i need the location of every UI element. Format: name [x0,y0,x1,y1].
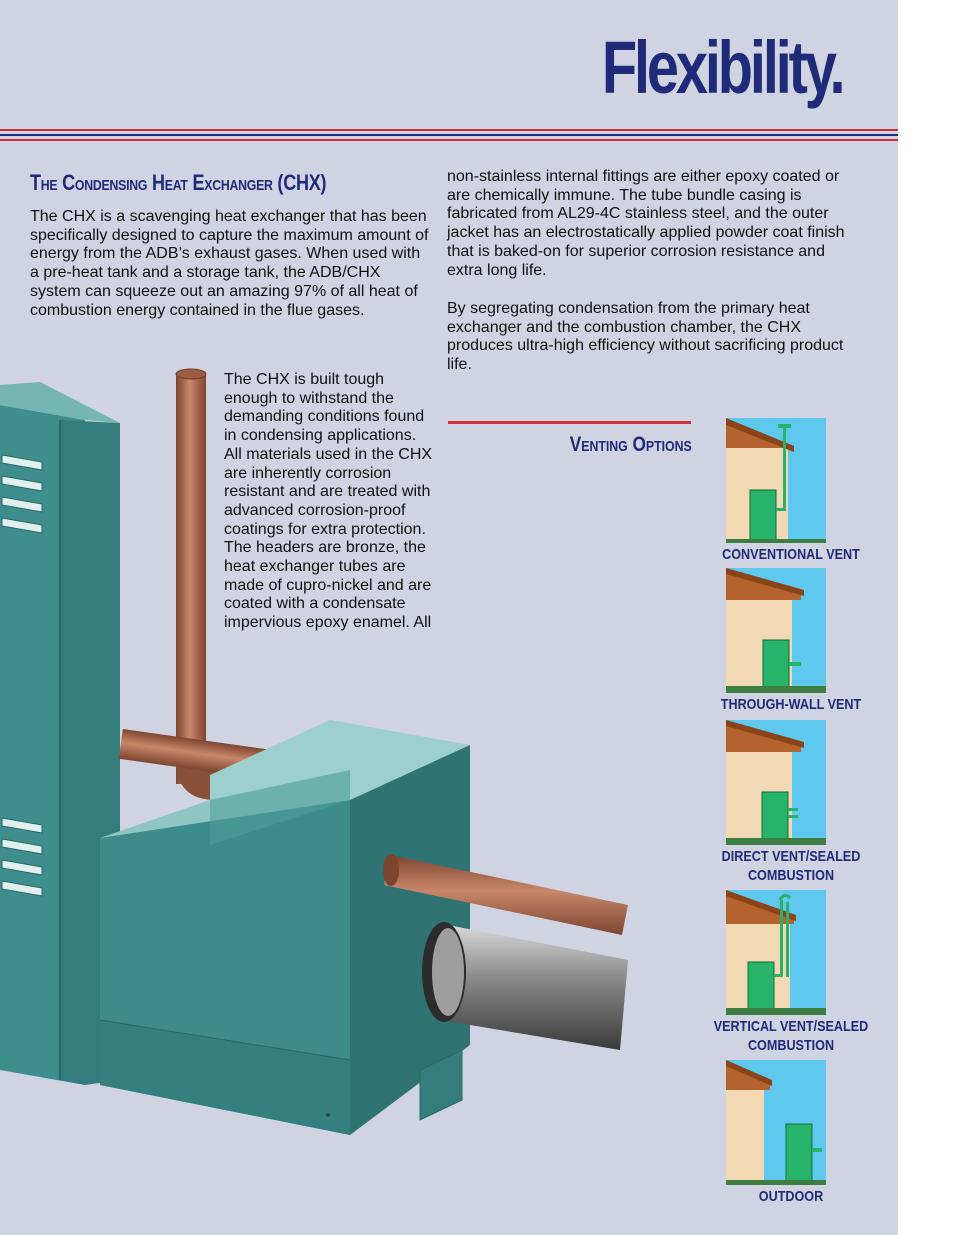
chx-unit-illustration [0,368,628,1135]
chx-box [99,720,470,1135]
outdoor-vent-diagram [726,1060,826,1185]
vent-option-through-wall: THROUGH-WALL VENT [701,568,881,718]
through-wall-vent-diagram [726,568,826,693]
vent-label-outdoor: OUTDOOR [758,1188,824,1205]
vent-option-vertical-sealed: VERTICAL VENT/SEALED COMBUSTION [701,890,881,1060]
brochure-page: Flexibility. The Condensing Heat Exchang… [0,0,898,1235]
vertical-vent-sealed-diagram [726,890,826,1015]
vent-option-conventional: CONVENTIONAL VENT [701,418,881,568]
title-rule-stripes [0,129,898,144]
chx-paragraph-1: The CHX is a scavenging heat exchanger t… [30,208,429,319]
copper-outlet-pipe [384,855,628,935]
page-title: Flexibility. [601,26,845,109]
chx-paragraph-2: The CHX is built tough enough to withsta… [224,371,433,632]
venting-heading: Venting Options [570,433,692,456]
chx-heading: The Condensing Heat Exchanger (CHX) [30,170,327,195]
copper-vertical-pipe [175,368,216,800]
vent-option-direct-sealed: DIRECT VENT/SEALED COMBUSTION [701,720,881,890]
venting-rule [448,421,691,424]
vent-label-vertical-sealed: VERTICAL VENT/SEALED COMBUSTION [713,1018,869,1054]
vent-option-outdoor: OUTDOOR [701,1060,881,1210]
grey-flue-pipe [422,922,628,1050]
conventional-vent-diagram [726,418,826,543]
direct-vent-sealed-diagram [726,720,826,845]
chx-paragraph-4: By segregating condensation from the pri… [447,300,844,374]
vent-label-direct-sealed: DIRECT VENT/SEALED COMBUSTION [721,848,861,884]
chx-paragraph-3: non-stainless internal fittings are eith… [447,168,845,279]
vent-label-conventional: CONVENTIONAL VENT [722,546,860,563]
vent-label-through-wall: THROUGH-WALL VENT [720,696,862,713]
